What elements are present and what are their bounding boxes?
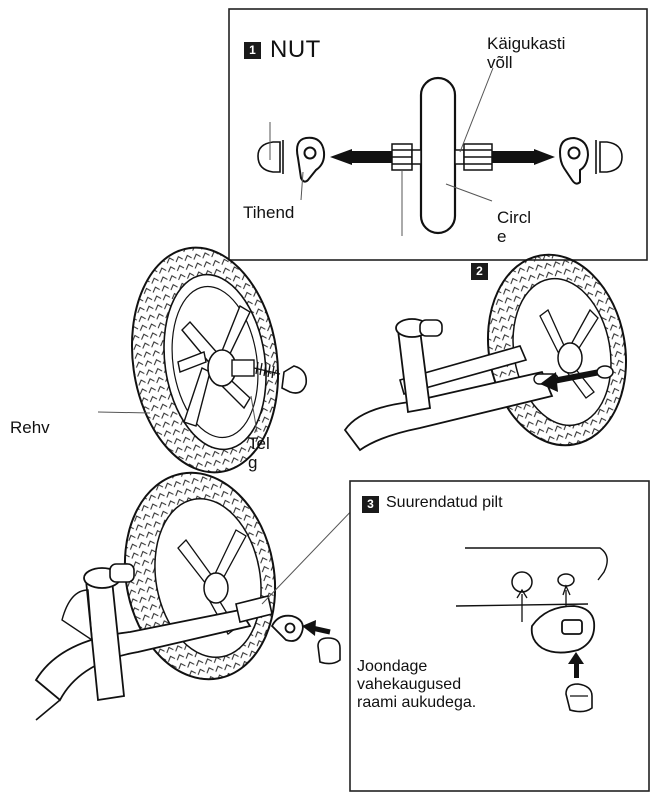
- tire-label: Rehv: [10, 418, 50, 437]
- step3-washer-icon: [270, 614, 304, 642]
- axle-right: [492, 151, 534, 163]
- step3-title: Suurendatud pilt: [386, 494, 503, 511]
- cap-nut-left-icon: [257, 141, 281, 173]
- step3-arrow-icon: [302, 620, 316, 636]
- step1-title: NUT: [270, 36, 321, 63]
- frame-hole-icon: [511, 571, 533, 593]
- arrow-right-icon: [534, 149, 555, 165]
- step1-badge: 1: [244, 42, 261, 59]
- zoom-arrow-up-icon: [568, 652, 584, 664]
- step1-panel: [228, 8, 648, 261]
- axle-left: [352, 151, 392, 163]
- zoom-washer-icon: [530, 605, 596, 654]
- axle-cap-nut-icon: [281, 365, 308, 394]
- seal-washer-right-icon: [558, 136, 590, 185]
- axle-nut-right: [454, 143, 493, 171]
- cap-nut-right-icon: [599, 141, 623, 173]
- wheel-disc: [419, 76, 457, 235]
- step3-frame: [349, 480, 650, 792]
- zoom-nut-icon: [565, 683, 593, 713]
- align-note-label: Joondage vahekaugused raami aukudega.: [357, 658, 477, 711]
- arrow-left-icon: [330, 149, 352, 165]
- seal-washer-left-icon: [296, 136, 326, 183]
- step3-badge: 3: [362, 496, 379, 513]
- seal-label: Tihend: [243, 203, 295, 222]
- step3-panel: [349, 480, 650, 792]
- axle-nut-left: [391, 143, 422, 171]
- step2-left-wheel: [97, 246, 308, 474]
- step2-badge: 2: [471, 263, 488, 280]
- step3-nut-icon: [317, 637, 341, 665]
- axle-label: Tel g: [248, 434, 270, 473]
- step3-assembly: [34, 471, 359, 721]
- circle-label: Circl e: [497, 208, 531, 247]
- insert-arrow-icon: [540, 372, 558, 392]
- gearbox-shaft-label: Käigukasti võll: [487, 34, 566, 73]
- step2-right-frame: [343, 253, 628, 452]
